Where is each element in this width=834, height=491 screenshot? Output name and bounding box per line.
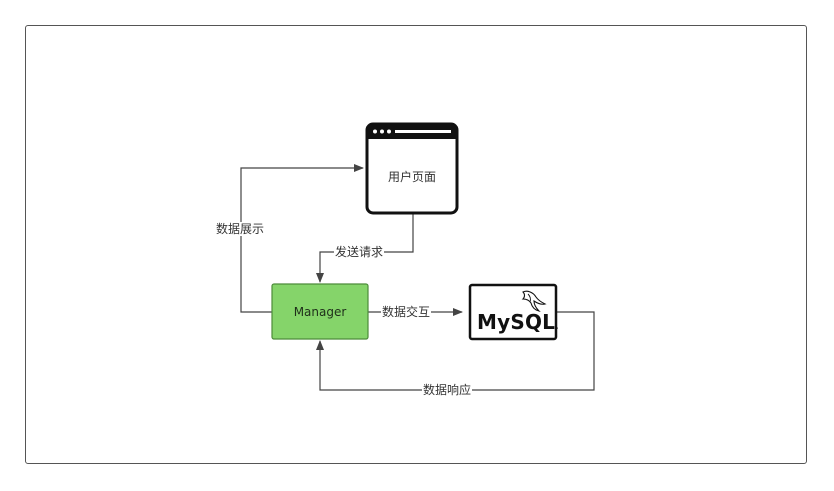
edge-label-send-request: 发送请求 xyxy=(334,245,385,259)
browser-window-icon xyxy=(373,129,451,134)
manager-label: Manager xyxy=(293,304,347,319)
mysql-label: MySQL xyxy=(477,310,556,334)
manager-node xyxy=(271,283,369,340)
mysql-dolphin-icon xyxy=(521,290,547,313)
user-page-node xyxy=(365,122,459,215)
user-page-label: 用户页面 xyxy=(387,169,436,184)
edge-label-data-response: 数据响应 xyxy=(422,383,473,397)
mysql-label-suffix: . xyxy=(555,322,559,332)
edge-label-data-exchange: 数据交互 xyxy=(381,305,432,319)
edge-data-display xyxy=(240,164,364,313)
mysql-node xyxy=(468,283,558,341)
edge-data-response xyxy=(316,311,595,391)
edge-label-data-display: 数据展示 xyxy=(215,222,266,236)
mysql-logo-text: MySQL. xyxy=(477,310,559,334)
diagram-frame xyxy=(25,25,807,464)
